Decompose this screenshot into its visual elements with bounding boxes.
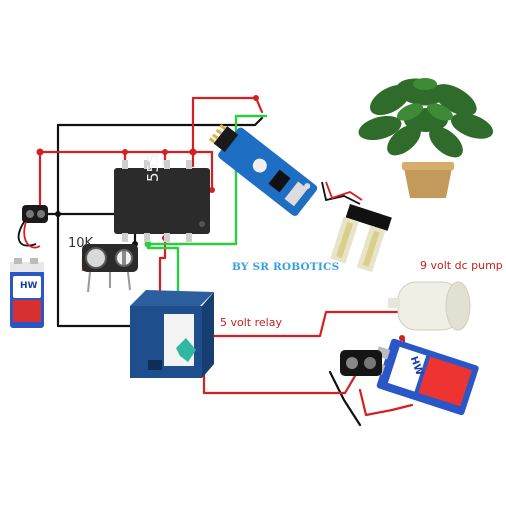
potentiometer-icon: [82, 244, 138, 293]
pump-icon: [388, 281, 471, 341]
battery-9v-icon: [10, 258, 44, 328]
probe-wires: [321, 181, 363, 205]
soil-sensor-module-icon: [208, 124, 318, 216]
pump-label: 9 volt dc pump: [420, 259, 503, 272]
ic-555-icon: [114, 160, 210, 242]
battery-snap-icon: [17, 205, 48, 249]
relay-label: 5 volt relay: [220, 316, 282, 329]
soil-probe-icon: [330, 204, 392, 273]
ic-label: 555: [144, 153, 162, 182]
resistor-label: 10K: [68, 236, 94, 251]
battery-brand-left: HW: [20, 281, 38, 291]
battery-9v-right-icon: [340, 338, 479, 416]
credit-label: BY SR ROBOTICS: [232, 261, 340, 273]
relay-icon: [130, 290, 214, 378]
plant-icon: [358, 78, 494, 198]
